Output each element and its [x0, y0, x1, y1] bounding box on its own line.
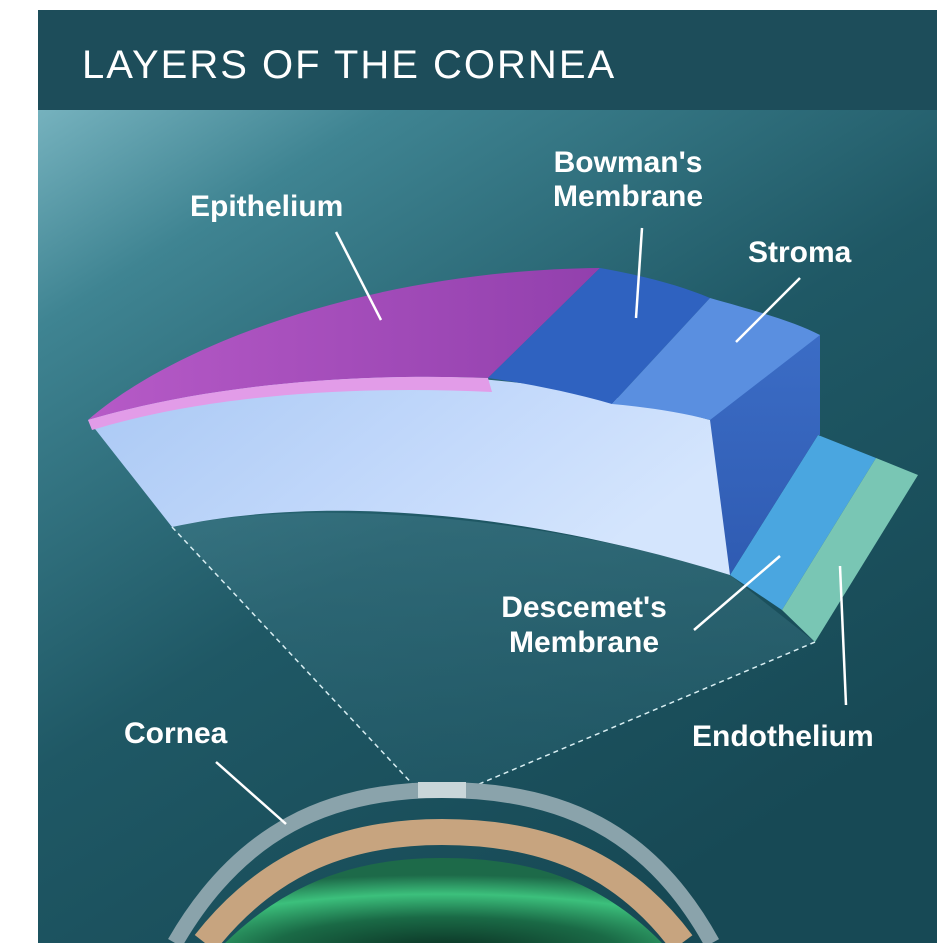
epithelium-label: Epithelium — [190, 190, 343, 223]
cornea-label: Cornea — [124, 717, 228, 750]
descemets-label-line2: Membrane — [509, 626, 659, 659]
bowmans-label-line2: Membrane — [553, 180, 703, 213]
bowmans-label-line1: Bowman's — [554, 146, 703, 179]
cornea-highlight — [418, 782, 466, 798]
descemets-label-line1: Descemet's — [501, 591, 667, 624]
endothelium-label: Endothelium — [692, 720, 874, 753]
page-title: LAYERS OF THE CORNEA — [82, 43, 616, 87]
stroma-label: Stroma — [748, 236, 852, 269]
